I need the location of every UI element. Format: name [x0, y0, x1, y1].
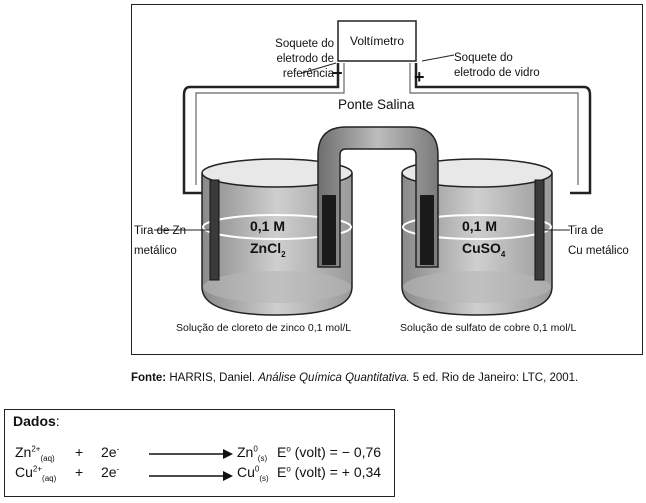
zn-solution-caption: Solução de cloreto de zinco 0,1 mol/L	[176, 322, 352, 334]
arrow-icon	[149, 449, 233, 459]
cu-concentration: 0,1 M	[462, 218, 498, 234]
left-bridge-end	[322, 195, 336, 265]
reactant-charge: 2+	[32, 464, 43, 474]
right-wire	[414, 63, 592, 195]
cuso-sub: 4	[500, 249, 506, 259]
glass-pointer	[421, 54, 455, 62]
source-publisher: 5 ed. Rio de Janeiro: LTC, 2001.	[412, 372, 579, 384]
cu-strip	[534, 179, 545, 281]
voltmeter-box	[337, 20, 417, 62]
electron-sup: -	[116, 464, 120, 474]
left-wire-inner	[195, 63, 345, 185]
cell-drawing	[154, 20, 592, 316]
zncl-sub: 2	[281, 249, 286, 259]
ref-pointer	[301, 62, 337, 74]
ref-line-1: Soquete do	[275, 38, 334, 50]
plus: +	[75, 464, 84, 480]
source-author: HARRIS, Daniel.	[169, 372, 255, 384]
salt-bridge-label: Ponte Salina	[338, 97, 415, 112]
reactant-state: (aq)	[42, 473, 57, 483]
zn-line-2: metálico	[134, 245, 177, 257]
data-box: Dados: Zn2+(aq) + 2e- Zn0(s) Eo (volt) =…	[4, 409, 395, 497]
data-title-colon: :	[55, 413, 60, 429]
electron-sup: -	[116, 444, 120, 454]
potential-value: − 0,76	[341, 444, 382, 460]
data-title-text: Dados	[13, 413, 56, 429]
zn-line-1: Tira de Zn	[134, 225, 186, 237]
voltmeter-label: Voltímetro	[349, 34, 405, 48]
potential-unit: (volt) =	[290, 464, 338, 480]
cu-formula: CuSO4	[462, 241, 505, 262]
potential-value: + 0,34	[341, 464, 382, 480]
zn-concentration: 0,1 M	[250, 218, 286, 234]
plus-sign: +	[414, 67, 425, 87]
right-wire-inner	[409, 63, 579, 185]
zn-formula: ZnCl2	[250, 241, 286, 262]
reactant-ion: Zn	[15, 444, 32, 460]
glass-line-1: Soquete do	[454, 52, 513, 64]
product-text: Zn	[237, 444, 254, 460]
product: Cu0(s)	[237, 464, 269, 483]
plus: +	[75, 444, 84, 460]
electrons: 2e-	[101, 444, 119, 460]
cu-strip-label: Tira de Cu metálico	[568, 221, 629, 261]
left-beaker	[201, 158, 353, 316]
data-title: Dados:	[13, 413, 60, 429]
glass-line-2: eletrodo de vidro	[454, 67, 540, 79]
arrow-icon	[149, 471, 233, 481]
electron-text: 2e	[101, 464, 117, 480]
product-state: (s)	[257, 453, 268, 463]
glass-socket-label: Soquete do eletrodo de vidro	[454, 51, 540, 81]
right-bridge-end	[420, 195, 434, 265]
potential-unit: (volt) =	[290, 444, 338, 460]
zn-strip-label: Tira de Zn metálico	[134, 221, 186, 261]
potential-sup: o	[286, 464, 291, 474]
cuso-text: CuSO	[462, 240, 501, 256]
potential: Eo (volt) = − 0,76	[277, 444, 381, 460]
potential-label: E	[277, 444, 287, 460]
reactant-ion: Cu	[15, 464, 33, 480]
product-sup: 0	[253, 444, 258, 454]
reactant-charge: 2+	[31, 444, 41, 454]
cu-line-2: Cu metálico	[568, 245, 629, 257]
potential-sup: o	[286, 444, 291, 454]
zncl-text: ZnCl	[250, 240, 282, 256]
cu-line-1: Tira de	[568, 225, 604, 237]
product-sup: 0	[254, 464, 260, 474]
minus-sign: −	[332, 63, 343, 83]
right-beaker	[401, 158, 553, 316]
product: Zn0(s)	[237, 444, 267, 463]
reactant: Zn2+(aq)	[15, 444, 55, 463]
electrons: 2e-	[101, 464, 119, 480]
source-citation: Fonte: HARRIS, Daniel. Análise Química Q…	[131, 372, 578, 384]
cu-solution-caption: Solução de sulfato de cobre 0,1 mol/L	[400, 322, 577, 334]
zn-strip	[209, 179, 220, 281]
ref-line-2: eletrodo de	[276, 53, 334, 65]
reactant: Cu2+(aq)	[15, 464, 56, 483]
product-text: Cu	[237, 464, 255, 480]
source-label: Fonte:	[131, 372, 167, 384]
source-title: Análise Química Quantitativa.	[258, 372, 410, 384]
product-state: (s)	[259, 473, 269, 483]
reference-socket-label: Soquete do eletrodo de referência	[224, 37, 334, 82]
cell-diagram: Voltímetro Soquete do eletrodo de referê…	[131, 4, 643, 355]
electron-text: 2e	[101, 444, 117, 460]
ref-line-3: referência	[282, 68, 334, 80]
left-wire	[182, 63, 340, 195]
potential-label: E	[277, 464, 287, 480]
potential: Eo (volt) = + 0,34	[277, 464, 381, 480]
reactant-state: (aq)	[40, 453, 55, 463]
